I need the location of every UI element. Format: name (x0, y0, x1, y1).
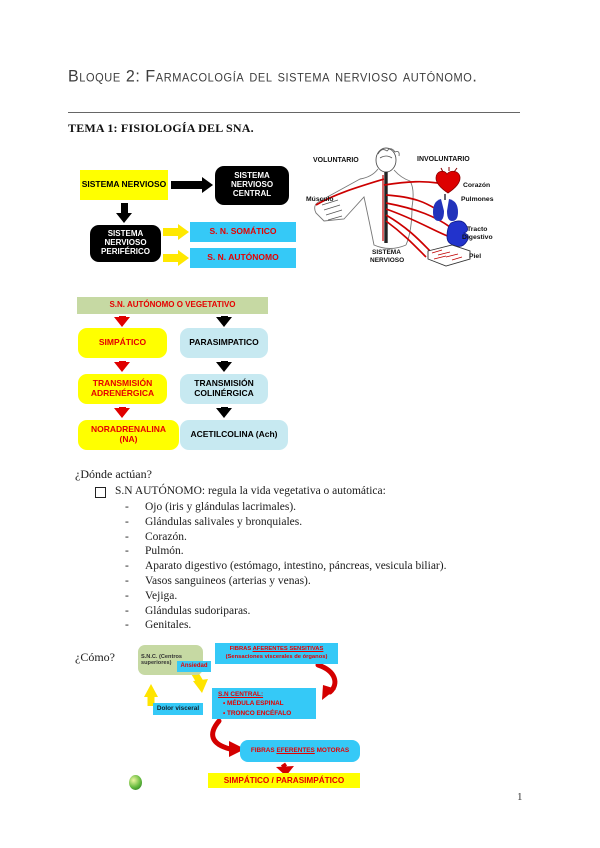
question-donde: ¿Dónde actúan? (75, 467, 152, 481)
list-item: - Vasos sanguineos (arterias y venas). (125, 574, 525, 589)
arrow-right-yellow-icon (163, 224, 189, 240)
label-corazon: Corazón (463, 182, 490, 189)
central-item: • MÉDULA ESPINAL (223, 700, 284, 708)
dash-bullet: - (125, 574, 129, 587)
box-noradrenalina: NORADRENALINA (NA) (78, 420, 179, 450)
label-nervioso: NERVIOSO (370, 257, 404, 264)
box-sn-autonomo: S. N. AUTÓNOMO (190, 248, 296, 268)
list-item: - Glándulas salivales y bronquiales. (125, 515, 525, 530)
list-item-text: Vejiga. (145, 589, 178, 602)
list-item: - Corazón. (125, 530, 525, 545)
box-simpatico-parasimpatico: SIMPÁTICO / PARASIMPÁTICO (208, 773, 360, 788)
list-item-text: Aparato digestivo (estómago, intestino, … (145, 560, 447, 573)
list-item: - Vejiga. (125, 589, 525, 604)
organ-list: - Ojo (iris y glándulas lacrimales). - Glá… (125, 500, 525, 633)
box-autonomo-vegetativo: S.N. AUTÓNOMO O VEGETATIVO (77, 297, 268, 314)
dash-bullet: - (125, 515, 129, 528)
box-acetilcolina: ACETILCOLINA (Ach) (180, 420, 288, 450)
flowchart-autonomo: S.N. AUTÓNOMO O VEGETATIVO SIMPÁTICO PAR… (75, 295, 288, 453)
page-number: 1 (517, 791, 523, 803)
intro-text: S.N AUTÓNOMO: regula la vida vegetativa … (115, 485, 386, 497)
dash-bullet: - (125, 619, 129, 632)
central-item: • TRONCO ENCÉFALO (223, 709, 292, 717)
box-fibras-eferentes: FIBRAS EFERENTES MOTORAS (240, 740, 360, 762)
label-musculo: Músculo (306, 196, 334, 203)
list-item-text: Corazón. (145, 530, 187, 543)
box-sn-periferico: SISTEMA NERVIOSO PERIFÉRICO (90, 225, 161, 262)
label-piel: Piel (469, 253, 481, 260)
label-pulmones: Pulmones (461, 196, 494, 203)
label-sistema: SISTEMA (372, 249, 401, 256)
box-parasimpatico: PARASIMPATICO (180, 328, 268, 358)
central-title: S.N CENTRAL: (218, 691, 264, 698)
label-involuntario: INVOLUNTARIO (417, 156, 470, 163)
section-heading: TEMA 1: FISIOLOGÍA DEL SNA. (68, 121, 254, 135)
arrow-right-icon (171, 176, 213, 194)
box-fibras-aferentes: FIBRAS AFERENTES SENSITIVAS (Sensaciones… (215, 643, 338, 664)
list-item-text: Ojo (iris y glándulas lacrimales). (145, 501, 297, 513)
arrow-down-icon (216, 361, 232, 372)
arrow-down-icon (216, 407, 232, 418)
aferentes-title: FIBRAS AFERENTES SENSITIVAS (229, 645, 324, 652)
arrow-down-red-icon (114, 407, 130, 418)
horizontal-rule (68, 112, 520, 113)
list-item: - Aparato digestivo (estómago, intestino,… (125, 559, 525, 574)
arrow-down-icon (116, 203, 132, 223)
label-tracto: Tracto (467, 226, 487, 233)
list-item: - Glándulas sudoriparas. (125, 604, 525, 619)
list-item: - Ojo (iris y glándulas lacrimales). (125, 500, 525, 515)
list-item-text: Genitales. (145, 619, 192, 632)
arrow-down-red-icon (114, 316, 130, 327)
box-transmision-colinergica: TRANSMISIÓN COLINÉRGICA (180, 374, 268, 404)
label-digestivo: Digestivo (462, 234, 493, 241)
list-item-text: Pulmón. (145, 545, 184, 558)
list-item-text: Glándulas salivales y bronquiales. (145, 515, 303, 528)
box-ansiedad: Ansiedad (177, 661, 211, 672)
label-voluntario: VOLUNTARIO (313, 157, 359, 164)
box-sn-somatico: S. N. SOMÁTICO (190, 222, 296, 242)
box-simpatico: SIMPÁTICO (78, 328, 167, 358)
dash-bullet: - (125, 589, 129, 602)
dash-bullet: - (125, 604, 129, 617)
dash-bullet: - (125, 501, 129, 513)
globe-icon (129, 775, 142, 790)
checkbox-icon (95, 487, 106, 498)
aferentes-subtitle: (Sensaciones viscerales de órganos) (225, 653, 328, 660)
eferentes-text: FIBRAS EFERENTES MOTORAS (250, 747, 350, 755)
question-como: ¿Cómo? (75, 650, 115, 664)
list-item-text: Vasos sanguineos (arterias y venas). (145, 574, 311, 587)
flowchart-nervous-system: SISTEMA NERVIOSO SISTEMA NERVIOSO CENTRA… (75, 148, 300, 272)
list-item: - Genitales. (125, 618, 525, 633)
anatomy-figure: VOLUNTARIO INVOLUNTARIO Músculo Corazón … (306, 147, 494, 267)
box-dolor-visceral: Dolor visceral (153, 703, 203, 715)
arrow-down-icon (216, 316, 232, 327)
document-title: Bloque 2: Farmacología del sistema nervi… (68, 68, 478, 86)
como-arrows (144, 662, 338, 776)
como-diagram: S.N.C. (Centros superiores) Ansiedad FIB… (135, 640, 365, 792)
dash-bullet: - (125, 545, 129, 558)
box-sistema-nervioso: SISTEMA NERVIOSO (80, 170, 168, 200)
arrow-down-red-icon (114, 361, 130, 372)
box-transmision-adrenergica: TRANSMISIÓN ADRENÉRGICA (78, 374, 167, 404)
dash-bullet: - (125, 560, 129, 573)
dash-bullet: - (125, 530, 129, 543)
box-sn-central: SISTEMA NERVIOSO CENTRAL (215, 166, 289, 205)
list-item-text: Glándulas sudoriparas. (145, 604, 251, 617)
box-sn-central-como: S.N CENTRAL: • MÉDULA ESPINAL • TRONCO E… (212, 688, 316, 719)
checkbox-row: S.N AUTÓNOMO: regula la vida vegetativa … (95, 485, 515, 498)
list-item: - Pulmón. (125, 544, 525, 559)
arrow-right-yellow-icon (163, 250, 189, 266)
